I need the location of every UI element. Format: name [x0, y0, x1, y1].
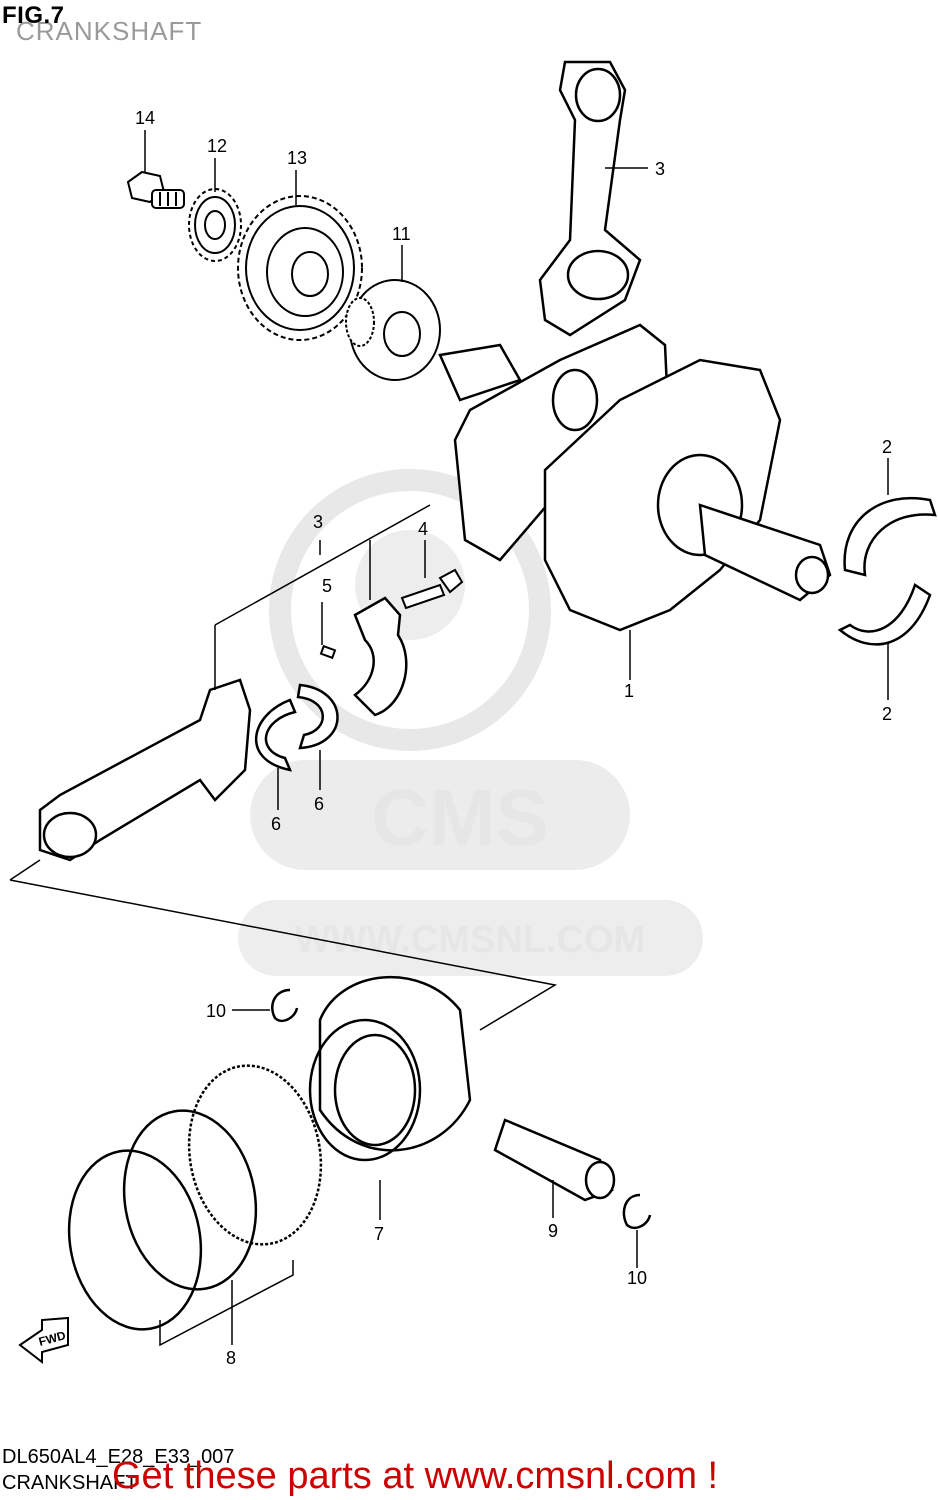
bearing-2-upper[interactable] — [843, 496, 937, 577]
callout-3-upper: 3 — [655, 159, 665, 179]
fwd-label: FWD — [37, 1328, 67, 1349]
bearing-2-lower[interactable] — [837, 583, 932, 646]
watermark-logo-text: CMS — [371, 773, 549, 862]
bolt-14[interactable] — [126, 170, 185, 209]
callout-7: 7 — [374, 1224, 384, 1244]
callout-3-lower: 3 — [313, 512, 323, 532]
piston-pin-9[interactable] — [493, 1118, 616, 1202]
watermark-url: WWW.CMSNL.COM — [295, 919, 645, 961]
gear-11[interactable] — [345, 279, 441, 381]
callout-6-left: 6 — [271, 814, 281, 834]
pin-5[interactable] — [319, 644, 337, 660]
bearing-6-a[interactable] — [255, 698, 297, 772]
piston-rings-8[interactable] — [55, 1055, 334, 1340]
leader-lines — [144, 130, 889, 1268]
piston-7[interactable] — [308, 975, 472, 1162]
callout-14: 14 — [135, 108, 155, 128]
fwd-arrow-icon: FWD — [18, 1316, 69, 1365]
gear-13[interactable] — [237, 195, 363, 341]
promo-link[interactable]: Get these parts at www.cmsnl.com ! — [112, 1455, 719, 1497]
callout-6-right: 6 — [314, 794, 324, 814]
bearing-6-b[interactable] — [296, 683, 339, 750]
callout-9: 9 — [548, 1221, 558, 1241]
rod-cap[interactable] — [353, 596, 408, 717]
callouts: 14 12 13 11 3 2 2 1 3 4 5 6 6 10 10 7 9 … — [135, 108, 892, 1368]
diagram-code: DL650AL4_E28_E33_007 — [2, 1446, 235, 1468]
figure-subtitle: CRANKSHAFT — [16, 16, 203, 46]
callout-12: 12 — [207, 136, 227, 156]
gear-12[interactable] — [188, 188, 242, 262]
circlip-10-b[interactable] — [622, 1193, 652, 1230]
rod-bolt-4[interactable] — [400, 568, 464, 610]
footer-label: CRANKSHAFT — [2, 1472, 138, 1494]
callout-10-right: 10 — [627, 1268, 647, 1288]
callout-8: 8 — [226, 1348, 236, 1368]
crankshaft[interactable] — [438, 323, 832, 632]
callout-5: 5 — [322, 576, 332, 596]
callout-2-lower: 2 — [882, 704, 892, 724]
connecting-rod-lower[interactable] — [38, 678, 252, 862]
callout-1: 1 — [624, 681, 634, 701]
callout-10-left: 10 — [206, 1001, 226, 1021]
callout-11: 11 — [392, 224, 411, 244]
callout-13: 13 — [287, 148, 307, 168]
connecting-rod-upper[interactable] — [538, 60, 642, 337]
callout-4: 4 — [418, 519, 428, 539]
circlip-10-a[interactable] — [271, 988, 299, 1023]
callout-2-upper: 2 — [882, 437, 892, 457]
figure-title: FIG.7 — [2, 2, 65, 29]
watermark-logo: CMS WWW.CMSNL.COM — [238, 469, 703, 976]
